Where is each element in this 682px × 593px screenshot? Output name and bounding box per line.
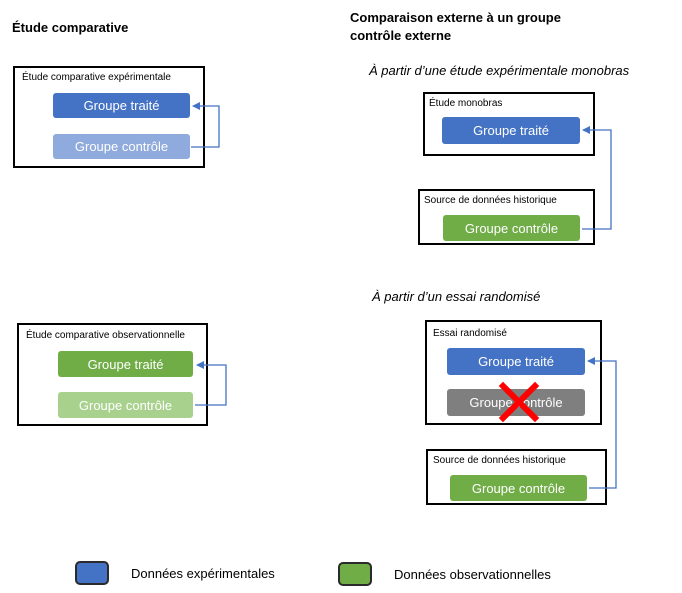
monobras-subtitle: À partir d’une étude expérimentale monob… <box>369 63 630 78</box>
randomized-trial-label: Essai randomisé <box>433 328 507 339</box>
left-section-title: Étude comparative <box>12 20 129 35</box>
observational-comparative-label: Étude comparative observationnelle <box>26 330 185 341</box>
randomized-historical-control-group: Groupe contrôle <box>450 475 587 501</box>
experimental-comparative-label: Étude comparative expérimentale <box>22 72 171 83</box>
legend-observational-label: Données observationnelles <box>394 567 551 582</box>
left-exp-treated-group: Groupe traité <box>53 93 190 118</box>
excluded-cross-icon <box>498 381 540 423</box>
right-title-line1: Comparaison externe à un groupe <box>350 10 561 25</box>
legend-experimental-swatch <box>75 561 109 585</box>
left-obs-control-group: Groupe contrôle <box>58 392 193 418</box>
right-title-line2: contrôle externe <box>350 28 452 43</box>
randomized-treated-group: Groupe traité <box>447 348 585 375</box>
legend-observational-swatch <box>338 562 372 586</box>
left-obs-treated-group: Groupe traité <box>58 351 193 377</box>
left-exp-control-group: Groupe contrôle <box>53 134 190 159</box>
randomized-subtitle: À partir d’un essai randomisé <box>372 289 541 304</box>
right-section-title: Comparaison externe à un groupe contrôle… <box>350 9 561 45</box>
monobras-historical-label: Source de données historique <box>424 195 557 206</box>
monobras-study-label: Étude monobras <box>429 98 503 109</box>
monobras-treated-group: Groupe traité <box>442 117 580 144</box>
randomized-historical-label: Source de données historique <box>433 455 566 466</box>
monobras-historical-control-group: Groupe contrôle <box>443 215 580 241</box>
legend-experimental-label: Données expérimentales <box>131 566 275 581</box>
